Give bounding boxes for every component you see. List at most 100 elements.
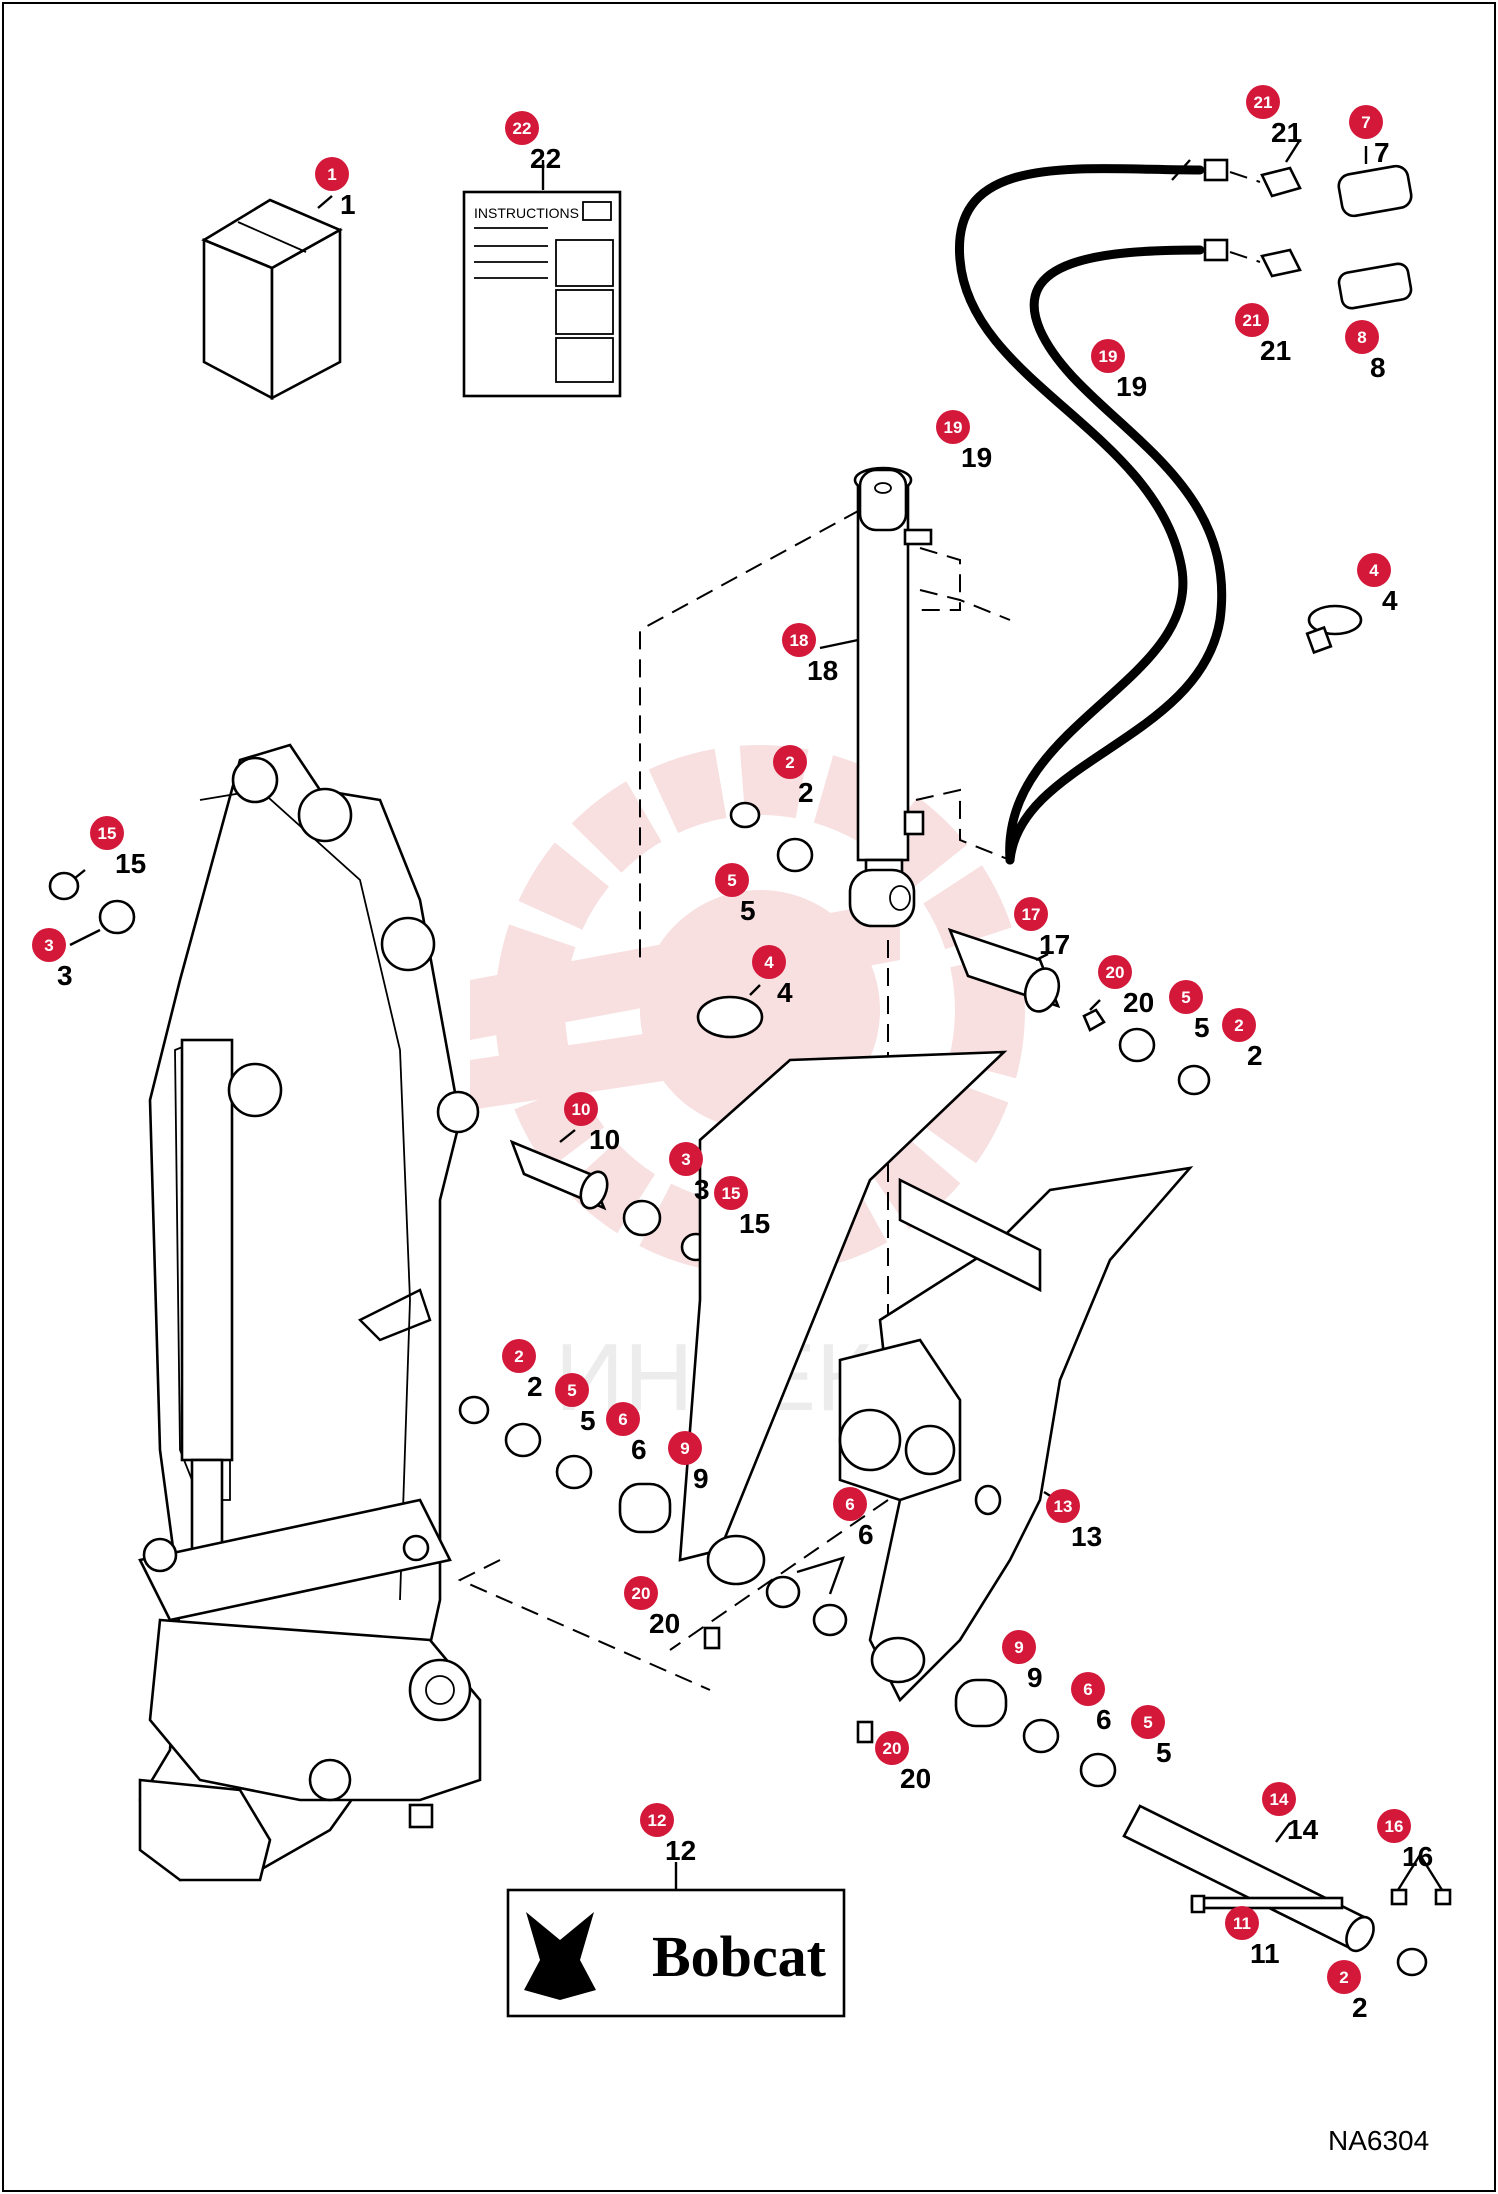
part-excavator-arm	[138, 743, 482, 1882]
callout-badge	[1071, 1672, 1105, 1706]
callout-p9a: 99	[668, 1431, 709, 1494]
hose-fittings	[1203, 139, 1413, 310]
callout-badge	[782, 623, 816, 657]
part-thumb-assembly	[678, 1050, 1194, 1703]
callout-badge	[1014, 897, 1048, 931]
callout-badge-number: 18	[790, 631, 809, 650]
bushing-stack-left	[458, 1395, 848, 1650]
part-brand-decal	[506, 1862, 846, 2018]
part-number-label: 6	[631, 1434, 647, 1465]
callout-badge	[715, 863, 749, 897]
part-number-label: 5	[1194, 1012, 1210, 1043]
callout-p7: 77	[1349, 105, 1390, 168]
callout-badge-number: 20	[1106, 963, 1125, 982]
callout-badge	[1131, 1705, 1165, 1739]
callout-badge-number: 2	[785, 753, 794, 772]
part-number-label: 21	[1271, 117, 1302, 148]
callout-badge	[502, 1339, 536, 1373]
part-number-label: 17	[1039, 929, 1070, 960]
callout-badge	[714, 1176, 748, 1210]
callout-badge-number: 4	[764, 953, 774, 972]
callout-p6c: 66	[1071, 1672, 1112, 1735]
callout-badge	[1169, 980, 1203, 1014]
callout-badge-number: 19	[1099, 347, 1118, 366]
part-pin-10	[509, 1129, 712, 1262]
callout-p5b: 55	[1169, 980, 1210, 1043]
callout-badge	[936, 410, 970, 444]
callout-badge	[1262, 1782, 1296, 1816]
callout-badge-number: 16	[1385, 1817, 1404, 1836]
callout-badge-number: 11	[1233, 1914, 1251, 1933]
callout-badge	[1377, 1809, 1411, 1843]
callout-badge-number: 10	[572, 1100, 591, 1119]
part-instructions-sheet	[462, 160, 622, 398]
part-number-label: 19	[1116, 371, 1147, 402]
callout-badge	[1327, 1960, 1361, 1994]
part-number-label: 9	[693, 1463, 709, 1494]
assembly-guide-lines	[457, 509, 889, 1691]
part-pin-17	[729, 801, 1211, 1096]
callout-p2d: 22	[1327, 1960, 1368, 2023]
part-number-label: 5	[740, 895, 756, 926]
part-hydraulic-cylinder	[819, 466, 1011, 928]
callout-badge	[669, 1142, 703, 1176]
part-number-label: 20	[649, 1608, 680, 1639]
callout-badge-number: 20	[883, 1739, 902, 1758]
part-number-label: 4	[1382, 585, 1398, 616]
callout-badge	[564, 1092, 598, 1126]
part-box-kit	[201, 195, 343, 401]
callout-badge-number: 19	[944, 418, 963, 437]
callout-badge-number: 21	[1254, 93, 1273, 112]
part-number-label: 3	[57, 960, 73, 991]
callout-p8: 88	[1345, 320, 1386, 383]
callout-badge	[1046, 1489, 1080, 1523]
callout-badge	[875, 1731, 909, 1765]
callout-badge-number: 5	[1181, 988, 1190, 1007]
washers-left	[48, 869, 136, 947]
callout-p4b: 44	[752, 945, 793, 1008]
callout-p2a: 22	[773, 745, 814, 808]
callout-badge	[668, 1431, 702, 1465]
part-number-label: 8	[1370, 352, 1386, 383]
callout-p1: 11	[315, 157, 356, 220]
callout-badge	[1098, 955, 1132, 989]
callout-badge-number: 17	[1022, 905, 1041, 924]
callout-badge	[1091, 339, 1125, 373]
callout-badge-number: 3	[44, 936, 53, 955]
callout-p3a: 33	[32, 928, 73, 991]
callout-badge-number: 9	[1014, 1638, 1023, 1657]
callout-badge-number: 8	[1357, 328, 1366, 347]
part-number-label: 10	[589, 1124, 620, 1155]
callout-badge-number: 15	[98, 824, 117, 843]
part-number-label: 21	[1260, 335, 1291, 366]
callout-badge	[640, 1803, 674, 1837]
callout-badge-number: 20	[632, 1584, 651, 1603]
callout-badge-number: 9	[680, 1439, 689, 1458]
callout-badge	[833, 1487, 867, 1521]
callout-badge-number: 12	[648, 1811, 667, 1830]
callout-p2b: 22	[1222, 1008, 1263, 1071]
callout-badge-number: 1	[327, 165, 336, 184]
callout-p9b: 99	[1002, 1630, 1043, 1693]
callout-badge-number: 6	[845, 1495, 854, 1514]
callout-badge-number: 4	[1369, 561, 1379, 580]
hydraulic-hoses	[955, 159, 1227, 865]
part-number-label: 20	[900, 1763, 931, 1794]
part-number-label: 5	[580, 1405, 596, 1436]
callout-badge-number: 21	[1243, 311, 1262, 330]
callout-badge	[1357, 553, 1391, 587]
part-number-label: 11	[1250, 1938, 1280, 1969]
callout-badge	[1235, 303, 1269, 337]
callout-p5a: 55	[715, 863, 756, 926]
callout-badge	[1225, 1906, 1259, 1940]
callout-badge	[752, 945, 786, 979]
